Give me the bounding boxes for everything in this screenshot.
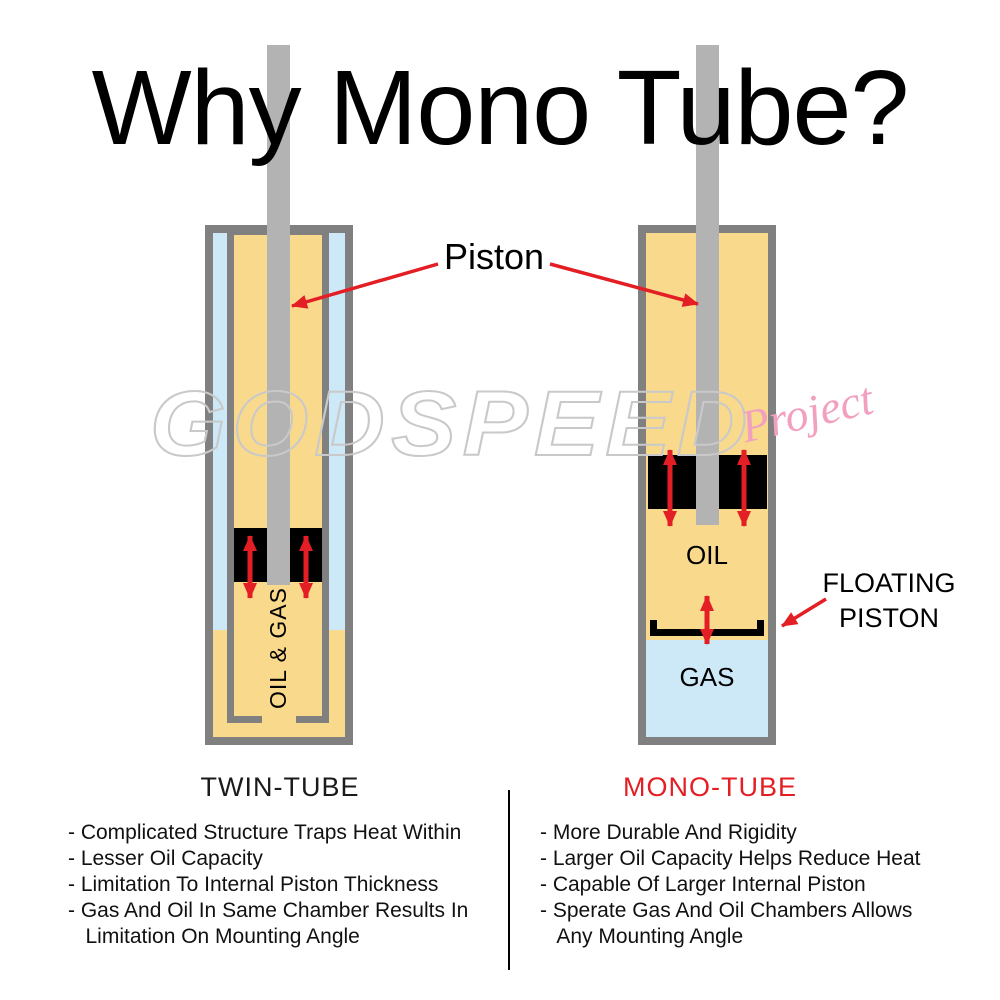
piston-callout-label: Piston: [443, 236, 545, 277]
floating-piston-callout-label: FLOATING PISTON: [800, 566, 978, 636]
twin-tube-inner-bottom-opening: [262, 713, 296, 725]
mono-gas-label: GAS: [679, 662, 735, 692]
mono-tube-heading: MONO-TUBE: [623, 772, 797, 802]
section-divider: [508, 790, 510, 970]
twin-note-line: - Limitation To Internal Piston Thicknes…: [68, 873, 439, 896]
mono-oil-label: OIL: [686, 540, 728, 570]
mono-piston-block-right: [719, 455, 767, 509]
mono-piston-block-left: [648, 455, 696, 509]
mono-note-line: - Capable Of Larger Internal Piston: [540, 873, 866, 896]
floating-piston-bar: [650, 629, 764, 636]
twin-piston-block-right: [290, 528, 322, 582]
floating-piston-callout-line2: PISTON: [838, 603, 940, 633]
twin-tube-heading: TWIN-TUBE: [200, 772, 360, 802]
twin-note-line: - Complicated Structure Traps Heat Withi…: [68, 821, 462, 844]
twin-oil-gas-label: OIL & GAS: [265, 587, 291, 709]
twin-note-line: Limitation On Mounting Angle: [68, 925, 360, 948]
mono-note-line: - Sperate Gas And Oil Chambers Allows: [540, 899, 913, 922]
mono-note-line: Any Mounting Angle: [540, 925, 744, 948]
twin-tube-notes: - Complicated Structure Traps Heat Withi…: [68, 820, 508, 950]
twin-note-line: - Gas And Oil In Same Chamber Results In: [68, 899, 469, 922]
mono-tube-notes: - More Durable And Rigidity - Larger Oil…: [540, 820, 980, 950]
page-title: Why Mono Tube?: [91, 49, 910, 167]
twin-piston-rod: [267, 45, 290, 585]
mono-tube-gas-chamber: [646, 640, 768, 737]
mono-piston-rod: [696, 45, 719, 525]
floating-piston-callout-line1: FLOATING: [822, 568, 956, 598]
twin-piston-block-left: [234, 528, 267, 582]
twin-note-line: - Lesser Oil Capacity: [68, 847, 263, 870]
mono-note-line: - Larger Oil Capacity Helps Reduce Heat: [540, 847, 921, 870]
floating-piston-left-edge: [650, 620, 657, 636]
mono-note-line: - More Durable And Rigidity: [540, 821, 797, 844]
floating-piston-right-edge: [757, 620, 764, 636]
